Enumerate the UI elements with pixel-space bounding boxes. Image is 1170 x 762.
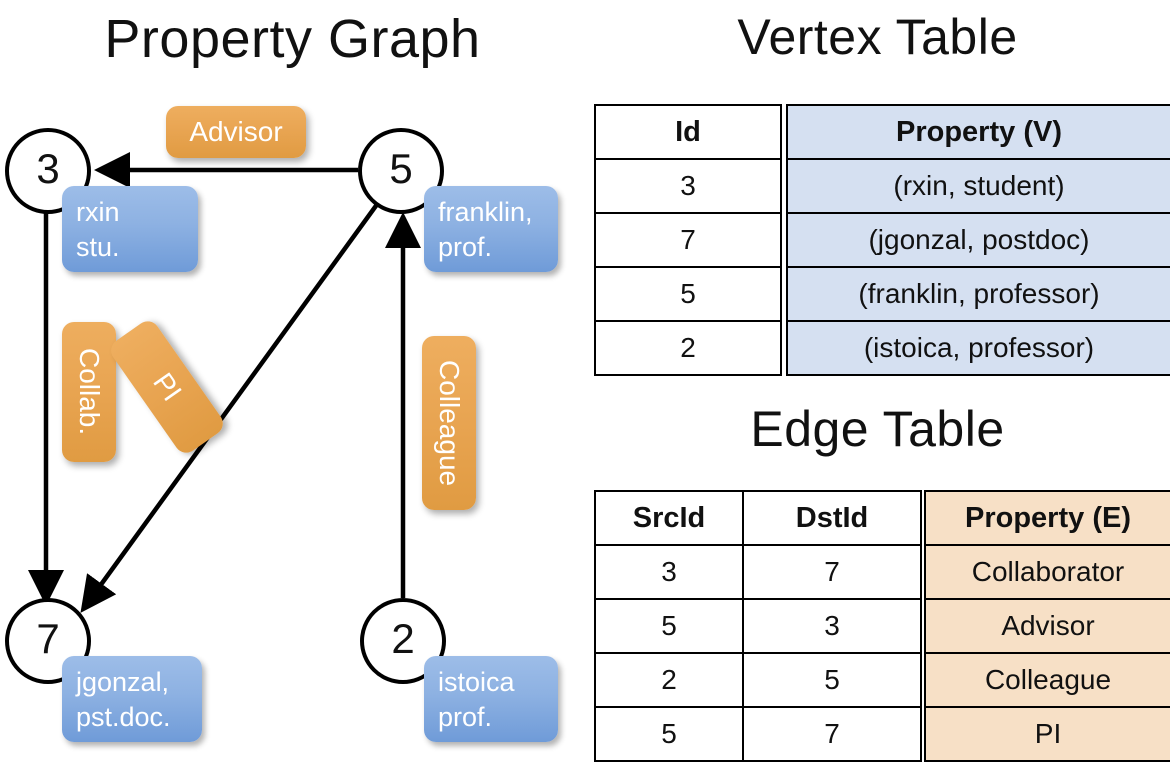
edge-row-0-src: 3 (594, 544, 744, 600)
node-property-rxin[interactable]: rxin stu. (62, 186, 198, 272)
graph-edges-layer (28, 152, 421, 613)
page-title-vertex-table: Vertex Table (737, 9, 1018, 65)
edge-label-pi-text: PI (147, 366, 188, 407)
edge-row-2-dst: 5 (742, 652, 922, 708)
edge-row-1-property: Advisor (924, 598, 1170, 654)
edge-label-colleague[interactable]: Colleague (422, 336, 476, 510)
vertex-table-col-id: Id (594, 104, 782, 160)
node-property-istoica-line2: prof. (438, 701, 493, 732)
edge-row-0-property: Collaborator (924, 544, 1170, 600)
edge-table-column-gap (921, 491, 925, 545)
edge-table-column-gap (921, 653, 925, 707)
table-row[interactable]: 3 7 Collaborator (594, 544, 1170, 600)
vertex-row-2-property: (franklin, professor) (786, 266, 1170, 322)
vertex-table: Id Property (V) 3 (rxin, student) 7 (jgo… (594, 104, 1170, 376)
graph-node-2-label: 2 (391, 615, 415, 662)
node-property-jgonzal-line1: jgonzal, (76, 667, 170, 697)
edge-table-col-srcid: SrcId (594, 490, 744, 546)
node-property-istoica[interactable]: istoica prof. (424, 656, 558, 742)
node-property-rxin-line1: rxin (76, 197, 120, 227)
node-property-rxin-line2: stu. (76, 231, 120, 262)
edge-row-2-src: 2 (594, 652, 744, 708)
vertex-table-column-gap (781, 213, 787, 267)
edge-row-0-dst: 7 (742, 544, 922, 600)
edge-label-collab-text: Collab. (74, 348, 105, 436)
edge-table-col-property: Property (E) (924, 490, 1170, 546)
page-title-edge-table: Edge Table (750, 401, 1005, 457)
vertex-row-0-property: (rxin, student) (786, 158, 1170, 214)
edge-row-3-dst: 7 (742, 706, 922, 762)
edge-row-1-dst: 3 (742, 598, 922, 654)
table-row[interactable]: 5 7 PI (594, 706, 1170, 762)
vertex-table-column-gap (781, 105, 787, 159)
table-row[interactable]: 5 3 Advisor (594, 598, 1170, 654)
edge-label-collab[interactable]: Collab. (62, 322, 116, 462)
edge-row-1-src: 5 (594, 598, 744, 654)
table-row[interactable]: 7 (jgonzal, postdoc) (594, 212, 1170, 268)
table-row[interactable]: 3 (rxin, student) (594, 158, 1170, 214)
graph-node-5[interactable]: 5 (358, 128, 444, 214)
edge-row-2-property: Colleague (924, 652, 1170, 708)
vertex-table-column-gap (781, 321, 787, 375)
vertex-table-column-gap (781, 159, 787, 213)
table-row[interactable]: 5 (franklin, professor) (594, 266, 1170, 322)
node-property-franklin-line1: franklin, (438, 197, 533, 227)
table-row[interactable]: 2 (istoica, professor) (594, 320, 1170, 376)
vertex-row-1-id: 7 (594, 212, 782, 268)
page-title-property-graph: Property Graph (104, 9, 481, 69)
vertex-row-2-id: 5 (594, 266, 782, 322)
edge-label-advisor-text: Advisor (189, 116, 283, 147)
vertex-table-header-row: Id Property (V) (594, 104, 1170, 160)
vertex-row-3-id: 2 (594, 320, 782, 376)
edge-table-column-gap (921, 545, 925, 599)
vertex-table-col-property: Property (V) (786, 104, 1170, 160)
graph-node-5-label: 5 (389, 145, 413, 192)
edge-row-3-property: PI (924, 706, 1170, 762)
edge-table-column-gap (921, 599, 925, 653)
node-property-jgonzal[interactable]: jgonzal, pst.doc. (62, 656, 202, 742)
graph-node-2[interactable]: 2 (360, 598, 446, 684)
graph-node-7-label: 7 (36, 615, 60, 662)
edge-label-advisor[interactable]: Advisor (166, 106, 306, 158)
edge-table-header-row: SrcId DstId Property (E) (594, 490, 1170, 546)
vertex-row-1-property: (jgonzal, postdoc) (786, 212, 1170, 268)
graph-node-3-label: 3 (36, 145, 60, 192)
vertex-row-0-id: 3 (594, 158, 782, 214)
node-property-franklin-line2: prof. (438, 231, 493, 262)
edge-row-3-src: 5 (594, 706, 744, 762)
node-property-istoica-line1: istoica (438, 667, 515, 697)
vertex-row-3-property: (istoica, professor) (786, 320, 1170, 376)
edge-table-column-gap (921, 707, 925, 761)
table-row[interactable]: 2 5 Colleague (594, 652, 1170, 708)
edge-label-colleague-text: Colleague (434, 359, 465, 487)
edge-table: SrcId DstId Property (E) 3 7 Collaborato… (594, 490, 1170, 762)
edge-table-col-dstid: DstId (742, 490, 922, 546)
edge-pi-5-to-7 (80, 201, 380, 613)
property-graph-diagram: 3 5 7 2 rxin stu. franklin, prof. jgonza… (0, 0, 585, 760)
node-property-franklin[interactable]: franklin, prof. (424, 186, 558, 272)
node-property-jgonzal-line2: pst.doc. (76, 701, 171, 732)
vertex-table-column-gap (781, 267, 787, 321)
